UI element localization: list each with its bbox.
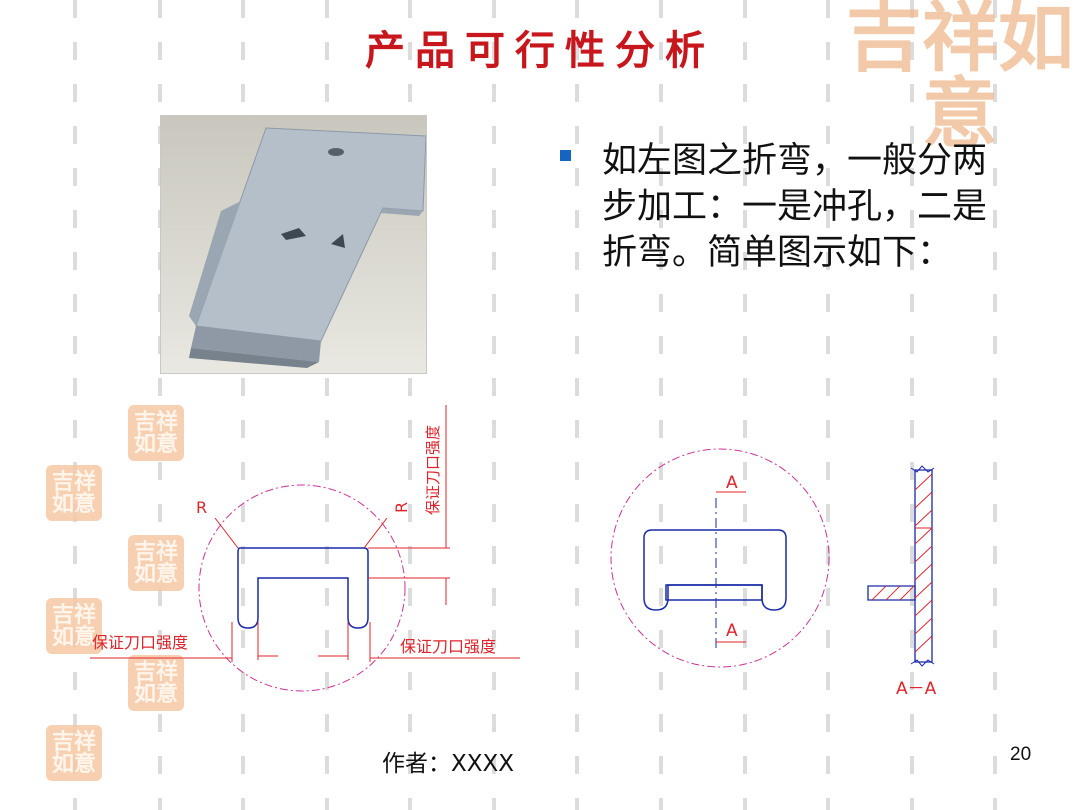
watermark-stamp-small: 吉祥如意 — [128, 405, 184, 461]
strength-note-right: 保证刀口强度 — [400, 637, 496, 656]
detail-circle-right — [610, 448, 830, 668]
radius-label-left: R — [196, 498, 207, 517]
watermark-stamp-large: 吉祥如意 — [846, 0, 1074, 158]
watermark-stamp-small: 吉祥如意 — [128, 655, 184, 711]
watermark-stamp-small: 吉祥如意 — [46, 725, 102, 781]
right-drawing: A A — [610, 448, 937, 699]
left-drawing: R R 保证刀口强度 保证刀口强度 保证刀口强度 — [90, 405, 520, 692]
section-mark-top: A — [726, 473, 738, 493]
slide-title: 产品可行性分析 — [365, 27, 715, 74]
bend-outline-left — [237, 547, 369, 629]
strength-note-left: 保证刀口强度 — [92, 633, 188, 652]
strength-note-vertical: 保证刀口强度 — [424, 425, 442, 515]
watermark-stamp-small: 吉祥如意 — [46, 465, 102, 521]
author-footer: 作者：XXXX — [382, 751, 515, 777]
bullet-square-icon — [560, 150, 571, 161]
section-caption: A－A — [896, 679, 937, 699]
bullet-text: 如左图之折弯，一般分两步加工：一是冲孔，二是折弯。简单图示如下： — [602, 141, 988, 273]
radius-label-right: R — [392, 502, 411, 513]
part-3d-rendering — [160, 115, 427, 374]
page-number: 20 — [1010, 744, 1032, 765]
watermark-stamp-small: 吉祥如意 — [128, 535, 184, 591]
section-view: A－A — [867, 465, 937, 699]
punch-slot — [665, 584, 763, 601]
detail-circle-left — [198, 484, 406, 692]
watermark-stamp-small: 吉祥如意 — [46, 598, 102, 654]
section-mark-bottom: A — [726, 621, 738, 641]
